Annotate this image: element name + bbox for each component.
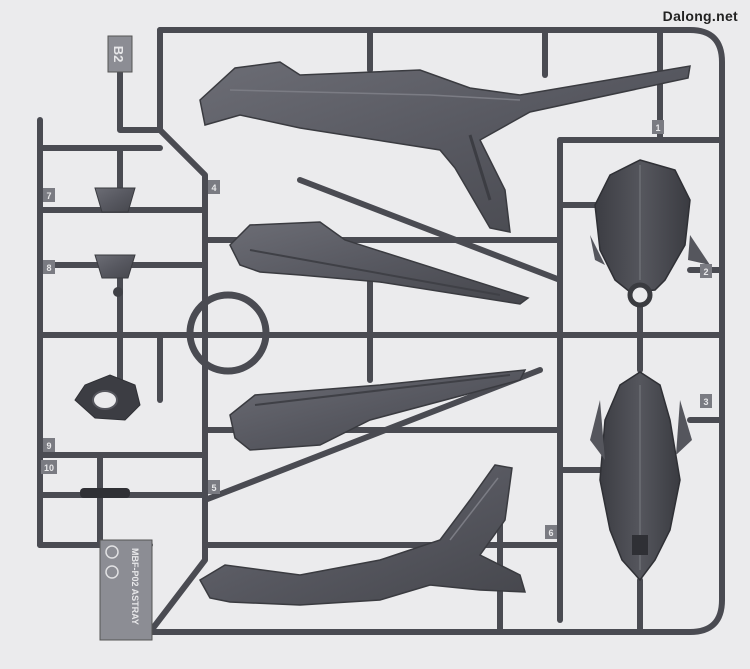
runner-tag: B2 [107,35,133,73]
small-part-10 [80,488,130,498]
small-part-7 [94,187,136,213]
id-plate: MBF-P02 ASTRAY [99,539,153,641]
small-part-joint [113,287,123,297]
bottom-skirt-part [198,464,527,606]
part-number-7: 7 [43,188,55,202]
right-shield-lower [590,371,692,582]
part-number-6: 6 [545,525,557,539]
svg-text:9: 9 [46,441,51,451]
svg-text:6: 6 [548,528,553,538]
svg-text:5: 5 [211,483,216,493]
svg-text:2: 2 [703,267,708,277]
lower-blade-part [229,369,527,451]
part-number-1: 1 [652,120,664,134]
svg-text:10: 10 [44,463,54,473]
svg-text:8: 8 [46,263,51,273]
runner-tag-label: B2 [111,46,126,63]
runner-ring [186,291,270,375]
part-number-5: 5 [208,480,220,494]
upper-blade-part [229,221,530,305]
watermark: Dalong.net [662,8,738,24]
part-number-9: 9 [43,438,55,452]
part-number-10: 10 [41,460,57,474]
part-number-2: 2 [700,264,712,278]
right-shield-upper [590,159,710,308]
top-wing-part [199,61,691,233]
svg-text:7: 7 [46,191,51,201]
svg-text:3: 3 [703,397,708,407]
part-number-8: 8 [43,260,55,274]
svg-text:4: 4 [211,183,216,193]
svg-text:1: 1 [655,123,660,133]
part-number-4: 4 [208,180,220,194]
id-plate-text: MBF-P02 ASTRAY [130,548,140,625]
small-part-8 [94,254,136,279]
part-number-3: 3 [700,394,712,408]
